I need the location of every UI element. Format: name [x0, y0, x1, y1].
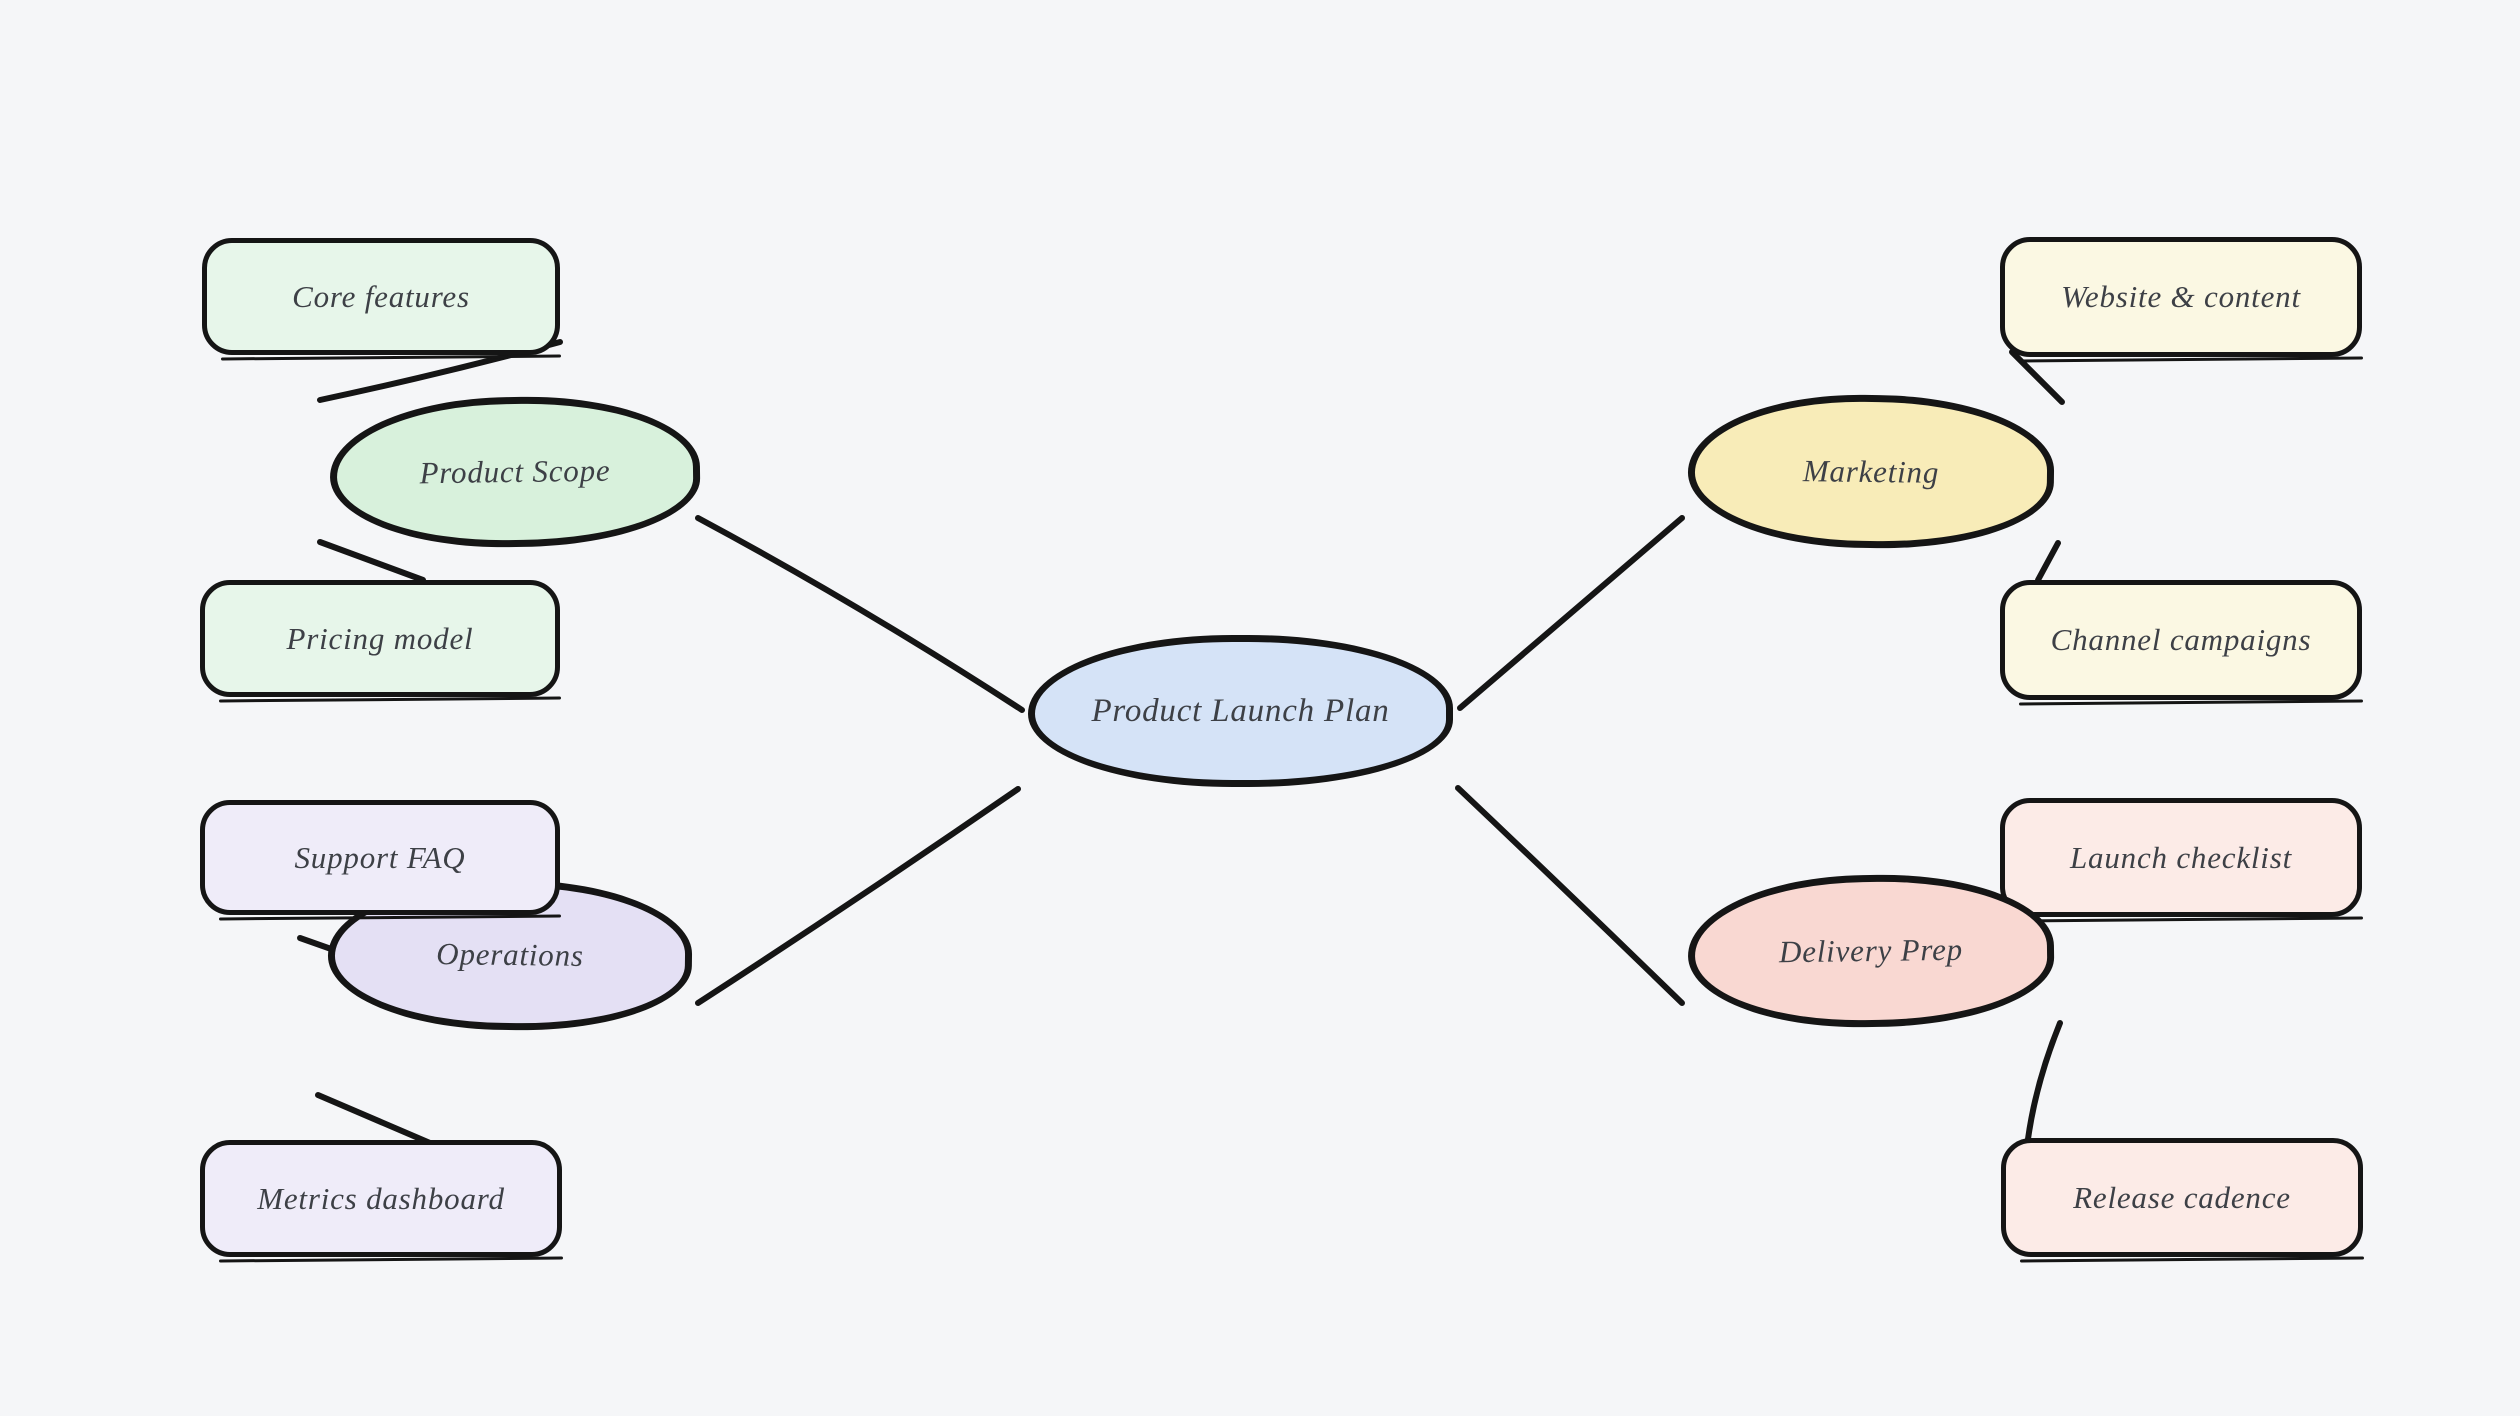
node-label: Channel campaigns — [2050, 622, 2312, 657]
node-website-content[interactable]: Website & content — [2000, 237, 2362, 357]
node-pricing-model[interactable]: Pricing model — [200, 580, 560, 697]
node-channel-campaigns[interactable]: Channel campaigns — [2000, 580, 2362, 700]
connector-delivery-prep-release-cadence — [2025, 1020, 2063, 1142]
node-label: Product Scope — [419, 452, 611, 491]
connector-center-delivery-prep — [1455, 785, 1685, 1006]
connector-center-product-scope — [695, 515, 1025, 713]
node-label: Operations — [436, 936, 584, 973]
connector-operations-metrics-dashboard — [315, 1092, 433, 1146]
node-label: Product Launch Plan — [1091, 692, 1390, 729]
node-metrics-dashboard[interactable]: Metrics dashboard — [200, 1140, 562, 1257]
connector-marketing-channel-campaigns — [2035, 540, 2061, 583]
node-label: Metrics dashboard — [257, 1180, 505, 1216]
node-product-launch-plan[interactable]: Product Launch Plan — [1028, 635, 1453, 787]
node-label: Delivery Prep — [1778, 931, 1964, 970]
node-label: Website & content — [2061, 279, 2301, 314]
node-label: Core features — [292, 278, 470, 314]
connector-center-marketing — [1457, 515, 1685, 711]
node-marketing[interactable]: Marketing — [1687, 392, 2055, 551]
node-label: Pricing model — [286, 620, 474, 656]
node-label: Marketing — [1802, 452, 1940, 490]
node-core-features[interactable]: Core features — [202, 238, 560, 355]
node-support-faq[interactable]: Support FAQ — [200, 800, 560, 915]
node-label: Release cadence — [2073, 1179, 2291, 1215]
node-release-cadence[interactable]: Release cadence — [2001, 1138, 2363, 1257]
node-label: Launch checklist — [2070, 839, 2292, 875]
node-label: Support FAQ — [294, 839, 466, 875]
node-launch-checklist[interactable]: Launch checklist — [2000, 798, 2362, 917]
connector-center-operations — [695, 786, 1021, 1006]
connector-product-scope-pricing-model — [317, 539, 426, 583]
